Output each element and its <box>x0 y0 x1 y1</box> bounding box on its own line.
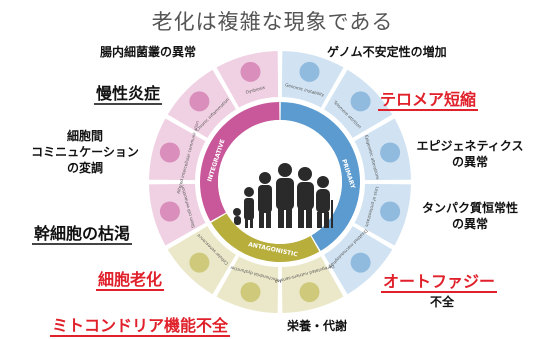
page-title: 老化は複雑な現象である <box>151 10 394 34</box>
segment-illustration-icon <box>380 142 401 163</box>
gut-microbiome-label: 腸内細菌叢の異常 <box>100 45 197 59</box>
segment-illustration-icon <box>299 61 320 82</box>
cellular-senescence-label: 細胞老化 <box>96 270 165 291</box>
stem-cell-exhaustion-label: 幹細胞の枯渇 <box>32 224 133 245</box>
chronic-inflammation-label: 慢性炎症 <box>94 84 163 105</box>
epigenetics-label: エピジェネティクス の異常 <box>416 139 524 169</box>
segment-illustration-icon <box>159 201 180 222</box>
segment-illustration-icon <box>299 282 320 303</box>
segment-illustration-icon <box>380 201 401 222</box>
segment-illustration-icon <box>350 252 371 273</box>
segment-illustration-icon <box>189 91 210 112</box>
aging-people-icon <box>233 163 333 228</box>
autophagy-label: オートファジー <box>381 272 498 293</box>
primary-band <box>280 102 360 251</box>
autophagy-sub-label: 不全 <box>430 295 455 309</box>
integrative-band <box>200 102 280 222</box>
segment-illustration-icon <box>159 142 180 163</box>
mitochondria-label: ミトコンドリア機能不全 <box>50 316 231 337</box>
telomere-shortening-label: テロメア短縮 <box>378 90 479 111</box>
proteostasis-label: タンパク質恒常性 の異常 <box>421 201 518 231</box>
genome-instability-label: ゲノム不安定性の増加 <box>327 45 447 59</box>
nutrient-label: 栄養・代謝 <box>287 319 348 333</box>
segment-illustration-icon <box>240 61 261 82</box>
antagonistic-band <box>211 213 320 262</box>
segment-text: Dysbiosis <box>245 85 265 95</box>
segment-illustration-icon <box>240 282 261 303</box>
intercellular-communication-label: 細胞間 コミニュケーション の変調 <box>31 129 139 175</box>
segment-illustration-icon <box>350 91 371 112</box>
segment-illustration-icon <box>189 252 210 273</box>
